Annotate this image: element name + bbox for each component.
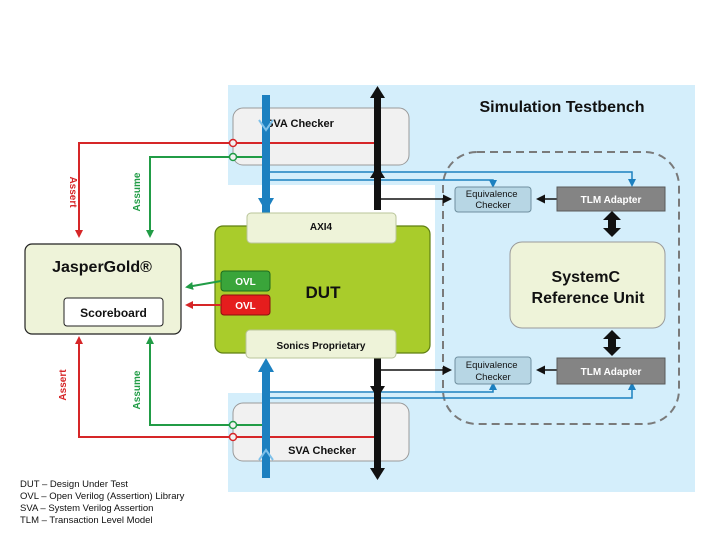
sonics-label: Sonics Proprietary [277, 341, 366, 352]
ovl-green-to-jaspergold [185, 280, 222, 290]
systemc-line1: SystemC [552, 269, 621, 286]
svg-text:SystemC Reference Unit: SystemC Reference Unit [532, 269, 646, 307]
equivalence-bottom-line2: Checker [475, 372, 510, 383]
abbreviation-legend: DUT – Design Under Test OVL – Open Veril… [20, 479, 184, 527]
legend-tlm: TLM – Transaction Level Model [20, 515, 153, 526]
tlm-systemc-link-top [603, 211, 621, 237]
tlm-adapter-bottom-label: TLM Adapter [581, 367, 642, 378]
legend-sva: SVA – System Verilog Assertion [20, 503, 154, 514]
ovl-red-checker: OVL [220, 294, 271, 316]
equivalence-top-line2: Checker [475, 200, 510, 211]
assert-top-tap [228, 138, 238, 148]
systemc-line2: Reference Unit [532, 290, 646, 307]
scoreboard-label: Scoreboard [80, 306, 147, 320]
jaspergold-block: JasperGold® Scoreboard [24, 243, 182, 335]
bus-blue-bottom [258, 358, 274, 478]
svg-text:Equivalence Checker: Equivalence Checker [466, 189, 520, 211]
ovl-green-label: OVL [235, 277, 256, 288]
equivalence-top-line1: Equivalence [466, 189, 518, 200]
monitor-to-equivalence-top [266, 171, 636, 188]
ovl-green-checker: OVL [220, 270, 271, 292]
sva-checker-bottom-label: SVA Checker [288, 445, 357, 457]
svg-text:Equivalence Checker: Equivalence Checker [466, 360, 520, 383]
scoreboard-block [63, 297, 164, 327]
assert-top-connection [75, 142, 377, 238]
sonics-interface: Sonics Proprietary [245, 329, 397, 359]
assume-bottom-connection [146, 336, 266, 426]
assert-top-label: Assert [67, 176, 78, 208]
assume-top-label: Assume [132, 172, 143, 211]
assert-bottom-tap [228, 432, 238, 442]
jaspergold-label: JasperGold® [52, 259, 152, 276]
testbench-title: Simulation Testbench [479, 99, 644, 116]
axi4-interface: AXI4 [246, 212, 397, 244]
equivalence-checker-top: Equivalence Checker [454, 186, 532, 213]
sva-checker-top: SVA Checker [232, 107, 410, 166]
sva-checker-bottom: SVA Checker [232, 402, 410, 462]
assert-bottom-connection [75, 336, 377, 438]
bus-black-bottom [370, 358, 385, 480]
assert-bottom-label: Assert [58, 369, 69, 401]
tlm-adapter-top-label: TLM Adapter [581, 195, 642, 206]
tlm-adapter-top: TLM Adapter [556, 186, 666, 212]
ovl-red-label: OVL [235, 301, 256, 312]
axi4-label: AXI4 [310, 222, 333, 233]
legend-ovl: OVL – Open Verilog (Assertion) Library [20, 491, 185, 502]
sva-checker-top-label: SVA Checker [266, 118, 335, 130]
reference-region-dashed [442, 151, 680, 425]
tlm-adapter-bottom: TLM Adapter [556, 357, 666, 385]
equivalence-checker-bottom: Equivalence Checker [454, 356, 532, 385]
assume-top-tap [228, 152, 238, 162]
assume-top-connection [146, 156, 266, 238]
dut-label: DUT [306, 283, 342, 302]
legend-dut: DUT – Design Under Test [20, 479, 128, 490]
assume-bottom-label: Assume [132, 370, 143, 409]
bus-black-top [370, 86, 385, 210]
bus-blue-top [258, 95, 274, 213]
equivalence-bottom-line1: Equivalence [466, 360, 518, 371]
monitor-to-equivalence-bottom [266, 382, 636, 399]
systemc-reference-unit: SystemC Reference Unit [509, 241, 666, 329]
assume-bottom-tap [228, 420, 238, 430]
tlm-systemc-link-bottom [603, 330, 621, 356]
